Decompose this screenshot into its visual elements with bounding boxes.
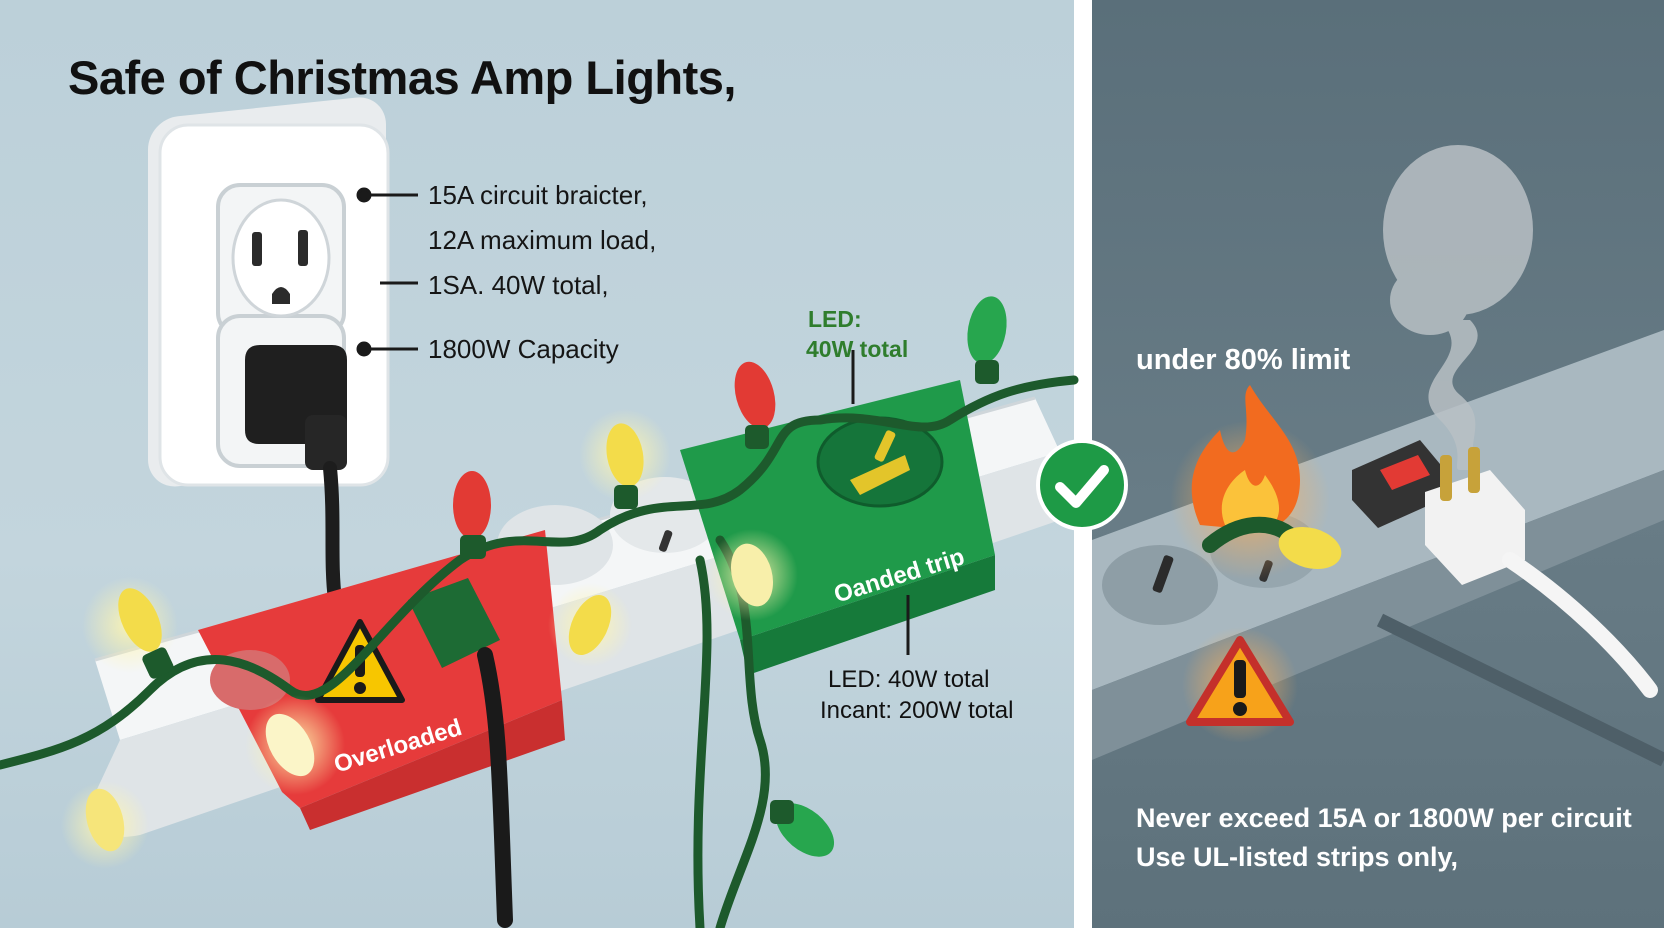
smoke-icon — [1383, 145, 1533, 470]
green-plug-icon — [408, 578, 513, 928]
spec-breaker: 15A circuit braicter, — [428, 180, 648, 210]
spec-leaders — [356, 187, 418, 357]
bottom-callout-line1: LED: 40W total — [828, 666, 990, 693]
bottom-callout-line2: Incant: 200W total — [820, 697, 1014, 724]
check-circle-icon — [1036, 439, 1128, 531]
limit-label: under 80% limit — [1136, 344, 1351, 376]
warning-triangle-icon — [1182, 627, 1298, 743]
page-title: Safe of Christmas Amp Lights, — [68, 51, 736, 104]
right-power-strip — [1092, 330, 1664, 767]
wall-outlet-icon — [148, 97, 390, 607]
plug-icon — [1352, 440, 1658, 698]
led-callout-line1: LED: — [808, 306, 862, 332]
safety-note-line2: Use UL-listed strips only, — [1136, 842, 1459, 872]
spec-max-load: 12A maximum load, — [428, 225, 657, 255]
bulbs — [61, 296, 1007, 869]
safety-note-line1: Never exceed 15A or 1800W per circuit — [1136, 803, 1632, 833]
burnt-bulb — [1202, 516, 1342, 570]
spec-capacity: 1800W Capacity — [428, 334, 619, 364]
led-callout-line2: 40W total — [806, 336, 909, 362]
spec-total: 1SA. 40W total, — [428, 270, 609, 300]
